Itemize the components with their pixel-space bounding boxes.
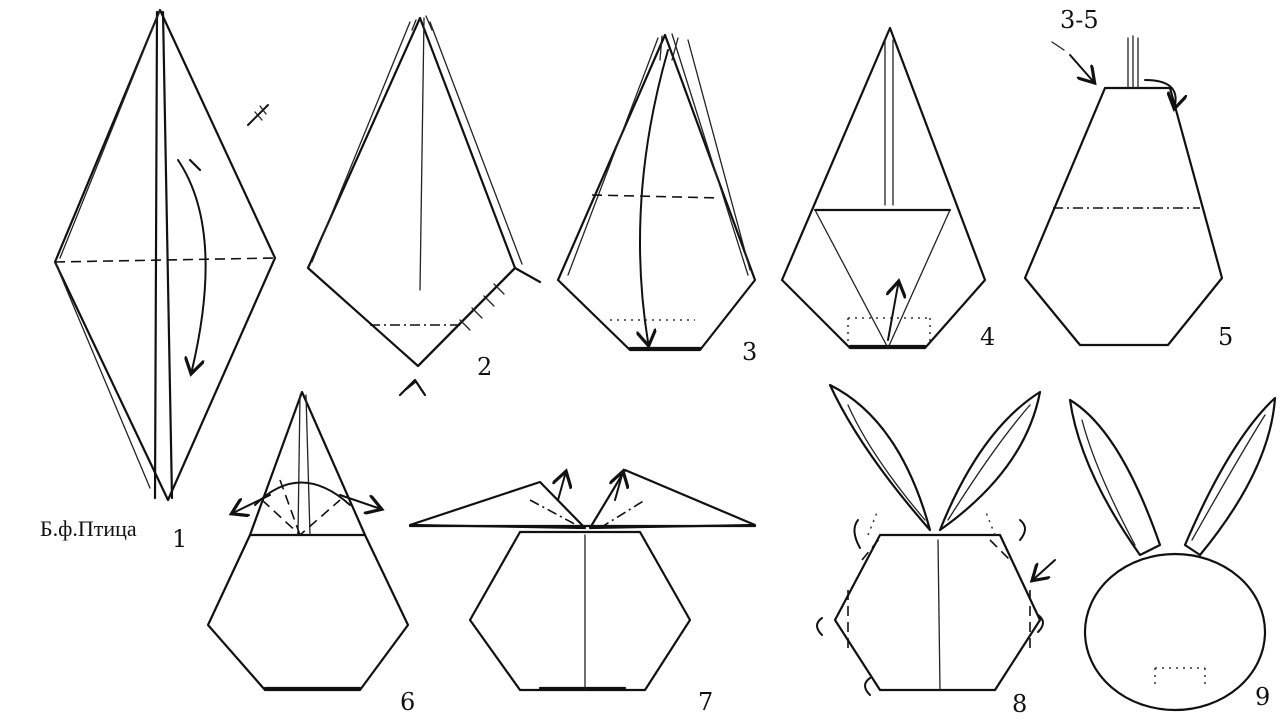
step-9-figure: [1070, 398, 1275, 710]
step-4-figure: [782, 28, 985, 348]
step-7-figure: [410, 470, 755, 690]
step-2-figure: [308, 16, 540, 395]
step-8-figure: [817, 385, 1055, 695]
open-arc-icon: [255, 483, 350, 506]
step-number-5: 5: [1218, 323, 1233, 351]
step-number-7: 7: [698, 688, 713, 716]
fold-up-arrow-icon: [888, 285, 898, 340]
base-form-label: Б.ф.Птица: [40, 516, 137, 541]
repeat-arrow-icon: [1070, 55, 1092, 80]
curl-icon: [854, 520, 860, 548]
step-3-figure: [558, 34, 755, 350]
fold-arrow-icon: [178, 160, 206, 370]
lift-left-arrow-icon: [558, 475, 565, 500]
step-number-6: 6: [400, 688, 415, 716]
step-5-figure: [1025, 36, 1222, 345]
step-number-4: 4: [980, 323, 995, 351]
step-number-3: 3: [742, 338, 757, 366]
step-6-figure: [208, 392, 408, 690]
round-corner-icon-3: [865, 678, 870, 695]
step-number-1: 1: [172, 525, 187, 553]
step-number-2: 2: [477, 353, 492, 381]
step-number-8: 8: [1012, 690, 1027, 718]
round-corner-icon: [817, 618, 822, 635]
repeat-steps-note: 3-5: [1060, 6, 1099, 34]
push-arrow-icon: [1035, 560, 1055, 578]
step-1-figure: [55, 10, 275, 500]
curl-icon-2: [1020, 520, 1025, 540]
step-number-9: 9: [1255, 683, 1270, 711]
